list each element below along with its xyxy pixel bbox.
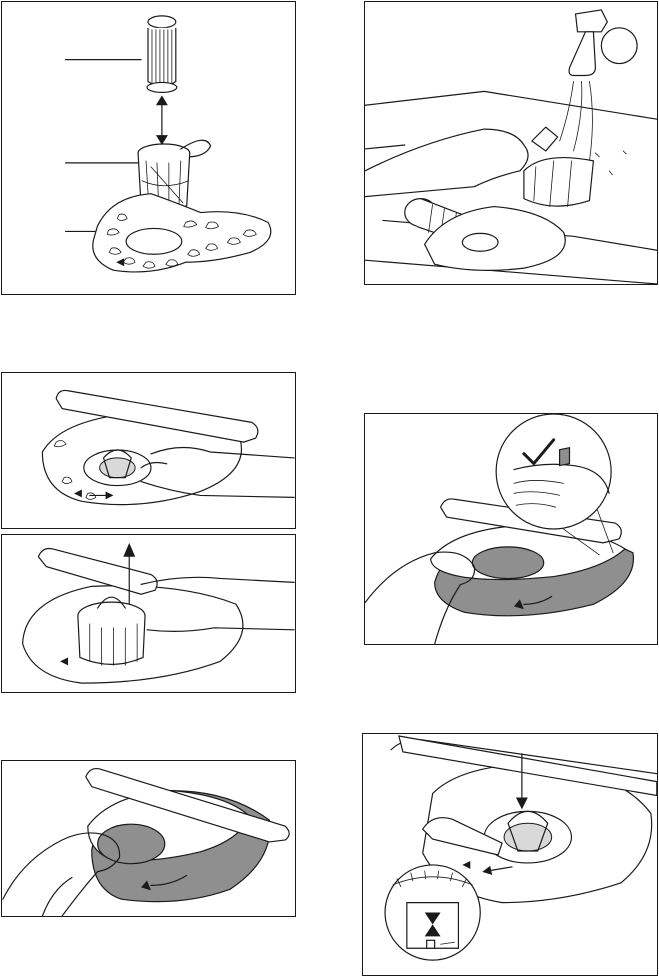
unlock-filter-figure	[1, 372, 296, 529]
turn-flat-filter-icon	[2, 761, 295, 916]
lift-filter-icon	[2, 535, 295, 692]
check-flat-filter-figure	[364, 413, 658, 645]
turn-flat-filter-figure	[1, 760, 296, 917]
filter-assembly-figure	[1, 1, 296, 295]
rinse-filter-figure	[364, 1, 658, 285]
check-flat-filter-icon	[365, 414, 657, 644]
lift-filter-figure	[1, 534, 296, 693]
filter-assembly-icon	[2, 2, 295, 294]
insert-filter-icon	[363, 734, 657, 975]
unlock-filter-icon	[2, 373, 295, 528]
insert-filter-figure	[362, 733, 658, 976]
rinse-filter-icon	[365, 2, 657, 284]
